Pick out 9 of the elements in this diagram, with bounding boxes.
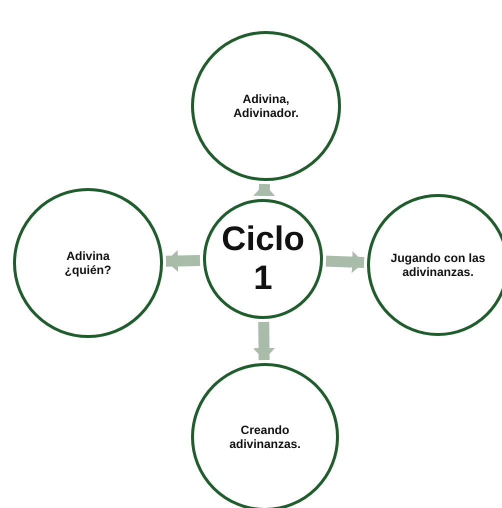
center-title: Ciclo 1 (221, 220, 305, 298)
node-label: Creando adivinanzas. (228, 422, 302, 452)
arrow (326, 251, 364, 274)
node-label: Jugando con las adivinanzas. (390, 250, 486, 280)
arrow (253, 322, 275, 360)
arrow (253, 184, 276, 196)
arrow (166, 250, 200, 272)
node-label: Adivina ¿quién? (64, 248, 112, 278)
node-label: Adivina, Adivinador. (232, 92, 300, 120)
